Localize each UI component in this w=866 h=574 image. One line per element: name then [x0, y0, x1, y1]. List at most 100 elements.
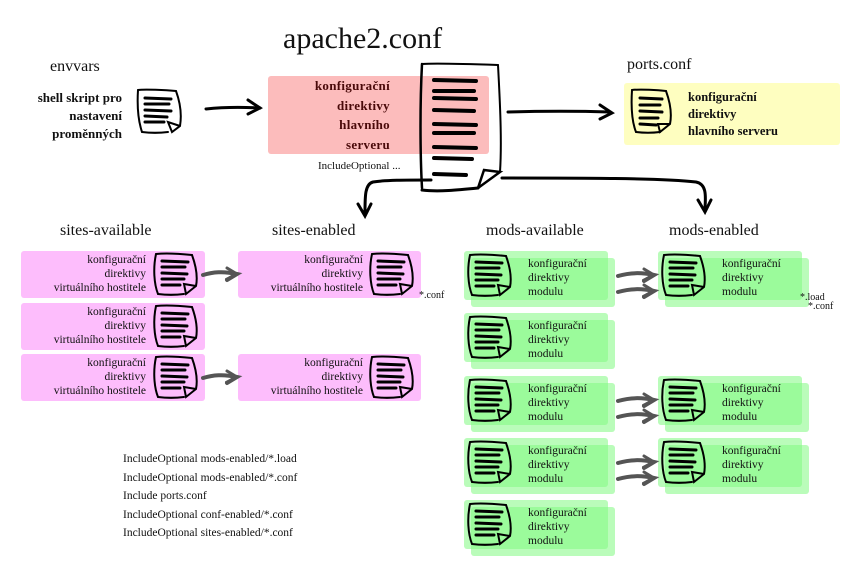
text-line: konfigurační: [722, 258, 781, 270]
include-line: IncludeOptional mods-enabled/*.conf: [123, 471, 298, 484]
text-line: konfigurační: [528, 258, 587, 270]
text-line: konfigurační: [528, 445, 587, 457]
text-line: konfigurační: [722, 383, 781, 395]
text-line: konfigurační: [87, 254, 146, 266]
envvars-line: proměnných: [52, 126, 122, 141]
mod-available-box-shadow: [471, 258, 615, 307]
mod-enabled-text: konfigurační direktivy modulu: [722, 444, 802, 486]
mods-enabled-pattern-conf: *.conf: [808, 301, 834, 312]
arrow-site-enable: [201, 369, 243, 385]
mod-available-document-icon: [467, 378, 512, 422]
envvars-line: nastavení: [69, 108, 122, 123]
mod-enabled-document-icon: [661, 253, 706, 297]
mod-available-document-icon: [467, 440, 512, 484]
main-config-line: serveru: [346, 136, 390, 152]
mod-available-document-icon: [467, 502, 512, 546]
envvars-description: shell skript pro nastavení proměnných: [14, 89, 122, 143]
mod-available-box-shadow: [471, 507, 615, 556]
mods-enabled-pattern-load: *.load: [800, 292, 825, 303]
mod-available-document-icon: [467, 253, 512, 297]
site-available-document-icon: [153, 252, 198, 296]
text-line: direktivy: [528, 272, 570, 284]
mod-available-document-icon: [467, 315, 512, 359]
main-config-line: direktivy: [336, 97, 390, 113]
text-line: direktivy: [321, 371, 363, 383]
include-optional-label: IncludeOptional ...: [318, 160, 401, 172]
text-line: direktivy: [528, 459, 570, 471]
text-line: modulu: [528, 411, 564, 423]
mod-available-box-shadow: [471, 383, 615, 432]
site-available-text: konfigurační direktivy virtuálního hostite…: [30, 253, 146, 295]
envvars-document-icon: [136, 88, 182, 134]
mod-enabled-document-icon: [661, 440, 706, 484]
text-line: konfigurační: [528, 320, 587, 332]
text-line: direktivy: [104, 320, 146, 332]
arrow-mod-conf: [616, 283, 660, 299]
ports-line: direktivy: [688, 107, 737, 121]
text-line: direktivy: [722, 397, 764, 409]
text-line: konfigurační: [304, 254, 363, 266]
text-line: direktivy: [528, 397, 570, 409]
site-available-document-icon: [153, 355, 198, 399]
arrow-main-to-mods-enabled: [500, 176, 713, 216]
text-line: direktivy: [104, 371, 146, 383]
text-line: direktivy: [722, 272, 764, 284]
mod-available-text: konfigurační direktivy modulu: [528, 257, 608, 299]
text-line: konfigurační: [87, 306, 146, 318]
mod-enabled-box-shadow: [665, 445, 809, 494]
arrow-main-to-ports: [506, 103, 615, 121]
mod-available-text: konfigurační direktivy modulu: [528, 506, 608, 548]
main-config-line: konfigurační: [314, 78, 390, 93]
arrow-mod-conf: [616, 408, 660, 424]
text-line: virtuálního hostitele: [270, 385, 363, 397]
text-line: virtuálního hostitele: [53, 282, 146, 294]
envvars-label: envvars: [50, 58, 100, 75]
text-line: direktivy: [528, 334, 570, 346]
arrow-mod-conf: [616, 470, 660, 486]
include-line: IncludeOptional mods-enabled/*.load: [123, 453, 297, 465]
sites-enabled-label: sites-enabled: [272, 222, 356, 239]
text-line: modulu: [722, 286, 758, 298]
mods-available-label: mods-available: [486, 222, 584, 239]
ports-conf-box: [624, 83, 840, 145]
mod-enabled-box-shadow: [665, 383, 809, 432]
mod-enabled-document-icon: [661, 378, 706, 422]
text-line: modulu: [528, 535, 564, 547]
mods-enabled-label: mods-enabled: [669, 222, 759, 239]
apache2-document-icon: [419, 62, 504, 193]
text-line: direktivy: [722, 459, 764, 471]
mod-available-text: konfigurační direktivy modulu: [528, 382, 608, 424]
include-list: IncludeOptional mods-enabled/*.load Incl…: [123, 450, 297, 543]
text-line: direktivy: [104, 268, 146, 280]
site-enabled-document-icon: [369, 355, 414, 399]
main-config-line: hlavního: [339, 117, 390, 132]
mod-available-box-shadow: [471, 320, 615, 369]
ports-document-icon: [630, 88, 672, 134]
main-config-description: konfigurační direktivy hlavního serveru: [280, 76, 390, 154]
mod-enabled-text: konfigurační direktivy modulu: [722, 257, 802, 299]
text-line: modulu: [722, 473, 758, 485]
mod-enabled-text: konfigurační direktivy modulu: [722, 382, 802, 424]
text-line: virtuálního hostitele: [53, 334, 146, 346]
text-line: modulu: [528, 286, 564, 298]
ports-line: konfigurační: [688, 90, 757, 104]
ports-conf-label: ports.conf: [627, 56, 692, 73]
mod-available-box-shadow: [471, 445, 615, 494]
site-available-text: konfigurační direktivy virtuálního hostite…: [30, 305, 146, 347]
text-line: direktivy: [528, 521, 570, 533]
arrow-main-to-sites-enabled: [356, 178, 433, 220]
arrow-mod-load: [616, 392, 660, 408]
apache2-conf-title: apache2.conf: [283, 22, 443, 55]
ports-conf-description: konfigurační direktivy hlavního serveru: [688, 89, 778, 140]
text-line: konfigurační: [528, 507, 587, 519]
include-line: IncludeOptional conf-enabled/*.conf: [123, 508, 293, 521]
text-line: modulu: [722, 411, 758, 423]
text-line: konfigurační: [528, 383, 587, 395]
text-line: konfigurační: [87, 357, 146, 369]
text-line: konfigurační: [722, 445, 781, 457]
